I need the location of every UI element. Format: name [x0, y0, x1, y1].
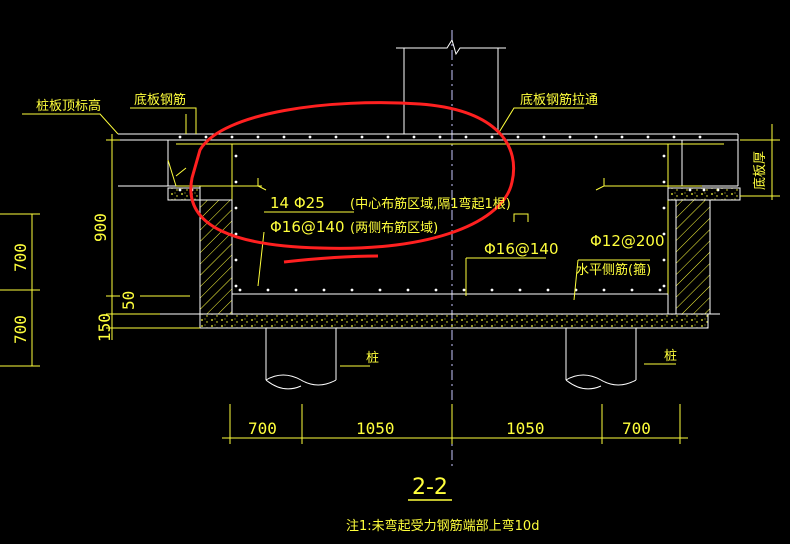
rebar-dot [406, 288, 410, 292]
rebar-dot [412, 135, 416, 139]
rebar-dot [464, 135, 468, 139]
dim-150: 150 [95, 313, 114, 342]
rebar-dot [282, 135, 286, 139]
rebar-dot [238, 288, 242, 292]
rebar-dot [594, 135, 598, 139]
label-center-rebar-note: (中心布筋区域,隔1弯起1根) [350, 196, 511, 212]
rebar-dot [490, 135, 494, 139]
rebar-dot [434, 288, 438, 292]
rebar-dot [350, 288, 354, 292]
footnote: 注1:未弯起受力钢筋端部上弯10d [346, 518, 539, 534]
side-wall-right [675, 199, 711, 315]
rebar-dot [662, 180, 666, 184]
leader-lines [22, 107, 676, 367]
rebar-dot [234, 180, 238, 184]
dim-50: 50 [119, 291, 138, 310]
gravel-right [667, 187, 741, 201]
label-slab-thickness: 底板厚 [752, 151, 768, 190]
dim-bottom-1: 1050 [356, 419, 395, 438]
rebar-dot [334, 135, 338, 139]
rebar-dot [662, 232, 666, 236]
rebar-dot [518, 288, 522, 292]
bottom-dimension-chain [222, 404, 688, 444]
label-side-rebar-spec: Φ16@140 [270, 218, 345, 236]
rebar-dot [360, 135, 364, 139]
rebar-dot [672, 135, 676, 139]
rebar-dot [378, 288, 382, 292]
rebar-dot [602, 288, 606, 292]
side-wall-left [199, 199, 233, 315]
rebar-dot [256, 135, 260, 139]
rebar-dot [266, 288, 270, 292]
left-dimension-lines [0, 124, 780, 367]
rebar-dot [646, 135, 650, 139]
dim-700-top: 700 [11, 243, 30, 272]
dim-bottom-0: 700 [248, 419, 277, 438]
rebar-dot [698, 135, 702, 139]
section-title: 2-2 [412, 475, 448, 500]
rebar-dot [322, 288, 326, 292]
rebar-dot [662, 154, 666, 158]
rebar-dot [546, 288, 550, 292]
rebar-dot [542, 135, 546, 139]
gravel-bottom [199, 313, 709, 329]
rebar-dot [490, 288, 494, 292]
rebar-dot [516, 135, 520, 139]
dim-bottom-2: 1050 [506, 419, 545, 438]
rebar-dot [620, 135, 624, 139]
label-pile-top-elevation: 桩板顶标高 [36, 98, 101, 114]
label-bottom-rebar: 底板钢筋 [134, 92, 186, 108]
label-horizontal-rebar-note: 水平侧筋(箍) [576, 262, 651, 278]
rebar-dot [662, 206, 666, 210]
gravel-left [167, 187, 201, 201]
label-bottom-rebar-through: 底板钢筋拉通 [520, 92, 598, 108]
label-side-rebar-note: (两侧布筋区域) [350, 220, 438, 236]
rebar-dot [234, 258, 238, 262]
column [396, 38, 506, 134]
rebar-dot [658, 288, 662, 292]
label-horizontal-rebar-spec: Φ12@200 [590, 232, 665, 250]
pile-right-shape [565, 328, 637, 390]
rebar-dot [234, 206, 238, 210]
rebar-dot [308, 135, 312, 139]
rebar-dot [438, 135, 442, 139]
rebar-dot [662, 258, 666, 262]
dim-700-bottom: 700 [11, 315, 30, 344]
rebar-dot [662, 284, 666, 288]
rebar-dot [462, 288, 466, 292]
rebar-dot [178, 135, 182, 139]
rebar-dot [294, 288, 298, 292]
rebar-dot [630, 288, 634, 292]
label-pile-left: 桩 [366, 351, 379, 366]
rebar-dot [568, 135, 572, 139]
rebar-dot [386, 135, 390, 139]
rebar-dot [230, 135, 234, 139]
rebar-dot [234, 232, 238, 236]
rebar-dot [234, 154, 238, 158]
label-middle-rebar-spec: Φ16@140 [484, 240, 559, 258]
rebar-dot [204, 135, 208, 139]
dim-bottom-3: 700 [622, 419, 651, 438]
dim-height-900: 900 [91, 213, 110, 242]
red-markup [189, 101, 516, 264]
rebar-dot [234, 284, 238, 288]
pile-left-shape [265, 328, 337, 390]
label-center-rebar-count: 14 Φ25 [270, 194, 325, 212]
label-pile-right: 桩 [664, 349, 677, 364]
